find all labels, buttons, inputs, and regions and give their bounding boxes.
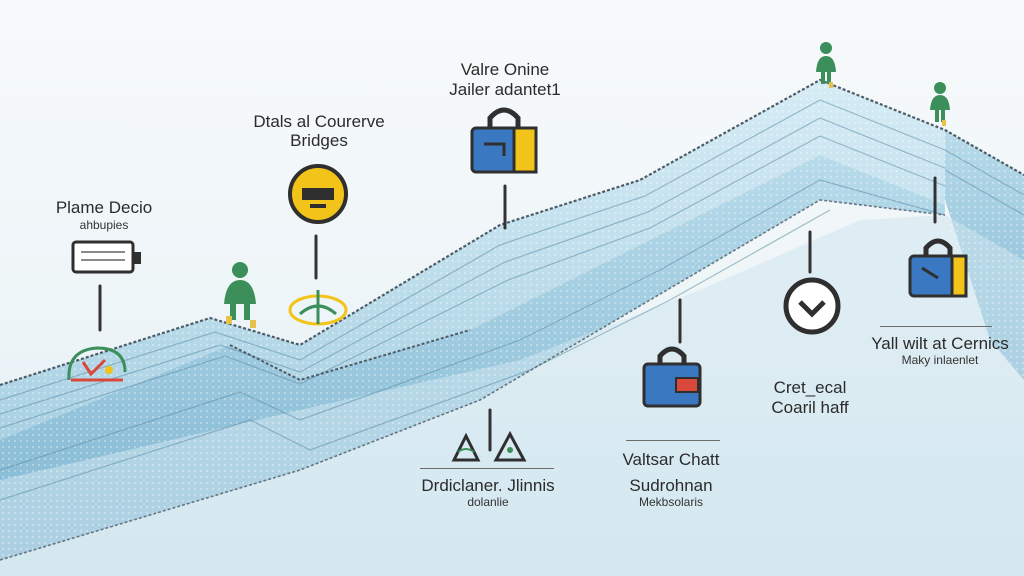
label-f-title2: Coaril haff — [771, 398, 849, 417]
label-g-title: Yall wilt at Cernics — [871, 334, 1009, 353]
lock-icon — [908, 238, 968, 298]
connector-lines — [98, 176, 937, 452]
worker-figure-1 — [224, 262, 256, 328]
monitor-icon — [71, 240, 141, 274]
label-e-title2: Sudrohnan — [629, 476, 713, 495]
worker-figure-3 — [930, 82, 950, 126]
label-b-title2: Bridges — [290, 131, 348, 150]
label-c-title: Valre Onine — [460, 60, 550, 79]
ridge-structure — [0, 78, 1024, 576]
label-a-sub: ahbupies — [79, 218, 129, 232]
label-b-title: Dtals al Courerve — [253, 112, 385, 131]
label-e-title: Valtsar Chatt — [622, 450, 720, 469]
landmark-emblem-icon — [67, 346, 127, 382]
wave-triangles-icon — [451, 430, 527, 462]
label-f-title: Cret_ecal — [773, 378, 847, 397]
worker-figure-2 — [816, 42, 836, 88]
lock-icon — [642, 346, 702, 408]
label-c-title2: Jailer adantet1 — [449, 80, 561, 99]
label-e-rule — [626, 440, 720, 441]
label-d-title: Drdiclaner. Jlinnis — [421, 476, 555, 495]
coin-slot-icon — [288, 164, 348, 224]
label-a-title: Plame Decio — [55, 198, 153, 217]
label-e-sub: Mekbsolaris — [638, 495, 704, 509]
label-d-rule — [420, 468, 554, 469]
lock-icon — [470, 107, 538, 174]
dislike-icon — [783, 277, 841, 335]
label-g-sub: Maky inlaenlet — [901, 353, 979, 367]
label-d-sub: dolanlie — [467, 495, 509, 509]
label-g-rule — [880, 326, 992, 327]
emblem-icon — [288, 290, 348, 326]
